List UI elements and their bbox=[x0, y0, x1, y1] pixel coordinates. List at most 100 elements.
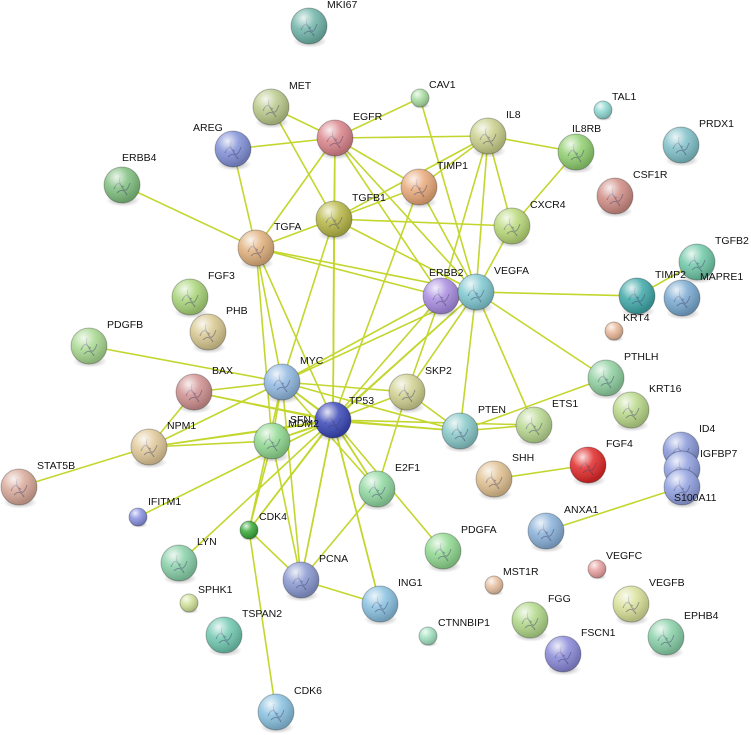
node-pthlh[interactable]: PTHLH bbox=[587, 351, 658, 400]
node-mdm2[interactable]: MDM2 bbox=[288, 418, 319, 430]
node-s100a11[interactable]: S100A11 bbox=[663, 468, 717, 509]
node-il8[interactable]: IL8 bbox=[469, 109, 521, 158]
node-gloss bbox=[1, 469, 37, 505]
node-label: ERBB4 bbox=[122, 152, 157, 164]
node-mki67[interactable]: MKI67 bbox=[290, 0, 358, 48]
node-label: EGFR bbox=[353, 111, 383, 123]
node-rim bbox=[527, 512, 565, 550]
node-label: TIMP1 bbox=[437, 160, 468, 172]
node-rim bbox=[511, 601, 549, 639]
node-rim bbox=[237, 229, 275, 267]
node-gloss bbox=[594, 101, 612, 119]
node-gloss bbox=[71, 328, 107, 364]
node-krt4[interactable]: KRT4 bbox=[604, 312, 650, 342]
node-phb[interactable]: PHB bbox=[189, 305, 248, 354]
node-tgfa[interactable]: TGFA bbox=[237, 221, 301, 270]
node-gloss bbox=[291, 8, 327, 44]
node-pcna[interactable]: PCNA bbox=[282, 553, 348, 602]
node-rim bbox=[593, 100, 613, 120]
node-tspan2[interactable]: TSPAN2 bbox=[205, 608, 282, 657]
node-label: TP53 bbox=[349, 395, 374, 407]
node-cdk6[interactable]: CDK6 bbox=[257, 685, 322, 734]
node-met[interactable]: MET bbox=[252, 80, 312, 129]
node-rim bbox=[0, 468, 38, 506]
node-rim bbox=[544, 635, 582, 673]
node-rim bbox=[587, 359, 625, 397]
node-rim bbox=[175, 373, 213, 411]
node-tgfb2[interactable]: TGFB2 bbox=[678, 235, 749, 284]
node-label: PHB bbox=[226, 305, 248, 317]
node-mapre1[interactable]: MAPRE1 bbox=[663, 271, 743, 320]
node-csf1r[interactable]: CSF1R bbox=[596, 169, 668, 218]
node-gloss bbox=[664, 469, 700, 505]
edge-cav1-vegfa bbox=[419, 97, 477, 293]
node-vegfa[interactable]: VEGFA bbox=[457, 265, 529, 314]
node-e2f1[interactable]: E2F1 bbox=[358, 462, 420, 511]
node-areg[interactable]: AREG bbox=[193, 122, 252, 171]
node-pten[interactable]: PTEN bbox=[441, 404, 506, 453]
node-gloss bbox=[317, 120, 353, 156]
node-bax[interactable]: BAX bbox=[175, 365, 233, 414]
node-prdx1[interactable]: PRDX1 bbox=[662, 118, 734, 167]
node-myc[interactable]: MYC bbox=[263, 355, 324, 404]
node-ctnnbip1[interactable]: CTNNBIP1 bbox=[418, 617, 490, 647]
node-rim bbox=[70, 327, 108, 365]
node-rim bbox=[257, 693, 295, 731]
node-gloss bbox=[315, 402, 351, 438]
node-gloss bbox=[206, 617, 242, 653]
node-vegfb[interactable]: VEGFB bbox=[612, 577, 685, 626]
node-sfn[interactable]: SFN bbox=[253, 414, 311, 463]
node-label: MST1R bbox=[503, 566, 539, 578]
node-skp2[interactable]: SKP2 bbox=[388, 365, 452, 414]
node-cav1[interactable]: CAV1 bbox=[410, 79, 456, 109]
node-label: VEGFA bbox=[494, 265, 529, 277]
node-stat5b[interactable]: STAT5B bbox=[0, 460, 75, 509]
node-label: FGF4 bbox=[606, 438, 633, 450]
node-label: EPHB4 bbox=[684, 610, 719, 622]
edge-il8-erbb2 bbox=[440, 135, 489, 297]
node-mst1r[interactable]: MST1R bbox=[484, 566, 539, 596]
node-anxa1[interactable]: ANXA1 bbox=[527, 504, 599, 553]
node-ifitm1[interactable]: IFITM1 bbox=[128, 496, 181, 528]
node-ing1[interactable]: ING1 bbox=[361, 577, 423, 626]
node-fgf3[interactable]: FGF3 bbox=[171, 270, 235, 319]
node-il8rb[interactable]: IL8RB bbox=[557, 123, 601, 174]
node-rim bbox=[315, 200, 353, 238]
node-ets1[interactable]: ETS1 bbox=[515, 398, 578, 447]
node-lyn[interactable]: LYN bbox=[160, 536, 217, 585]
node-fgf4[interactable]: FGF4 bbox=[569, 438, 633, 487]
node-gloss bbox=[494, 208, 530, 244]
edge-sfn-pcna bbox=[271, 440, 302, 581]
node-pdgfa[interactable]: PDGFA bbox=[424, 524, 497, 573]
node-rim bbox=[189, 313, 227, 351]
node-pdgfb[interactable]: PDGFB bbox=[70, 319, 143, 368]
node-tgfb1[interactable]: TGFB1 bbox=[315, 192, 386, 241]
node-label: CAV1 bbox=[429, 79, 456, 91]
node-label: E2F1 bbox=[395, 462, 420, 474]
edge-pten-pthlh bbox=[459, 377, 607, 432]
node-timp2[interactable]: TIMP2 bbox=[618, 269, 686, 318]
node-sphk1[interactable]: SPHK1 bbox=[179, 584, 233, 614]
node-cdk4[interactable]: CDK4 bbox=[239, 511, 287, 541]
node-label: SPHK1 bbox=[198, 584, 233, 596]
node-ephb4[interactable]: EPHB4 bbox=[647, 610, 719, 659]
node-cxcr4[interactable]: CXCR4 bbox=[493, 199, 566, 248]
node-label: AREG bbox=[193, 122, 223, 134]
node-shh[interactable]: SHH bbox=[475, 452, 534, 501]
node-fscn1[interactable]: FSCN1 bbox=[544, 627, 616, 676]
node-egfr[interactable]: EGFR bbox=[316, 111, 383, 160]
node-tp53[interactable]: TP53 bbox=[314, 395, 374, 442]
node-erbb4[interactable]: ERBB4 bbox=[103, 152, 157, 207]
node-tal1[interactable]: TAL1 bbox=[593, 91, 636, 121]
node-gloss bbox=[516, 407, 552, 443]
node-rim bbox=[484, 575, 504, 595]
node-rim bbox=[252, 88, 290, 126]
node-fgg[interactable]: FGG bbox=[511, 593, 571, 642]
node-npm1[interactable]: NPM1 bbox=[130, 420, 196, 469]
node-krt16[interactable]: KRT16 bbox=[612, 383, 682, 432]
node-gloss bbox=[389, 374, 425, 410]
node-vegfc[interactable]: VEGFC bbox=[587, 550, 643, 580]
node-gloss bbox=[442, 413, 478, 449]
node-timp1[interactable]: TIMP1 bbox=[400, 160, 468, 209]
